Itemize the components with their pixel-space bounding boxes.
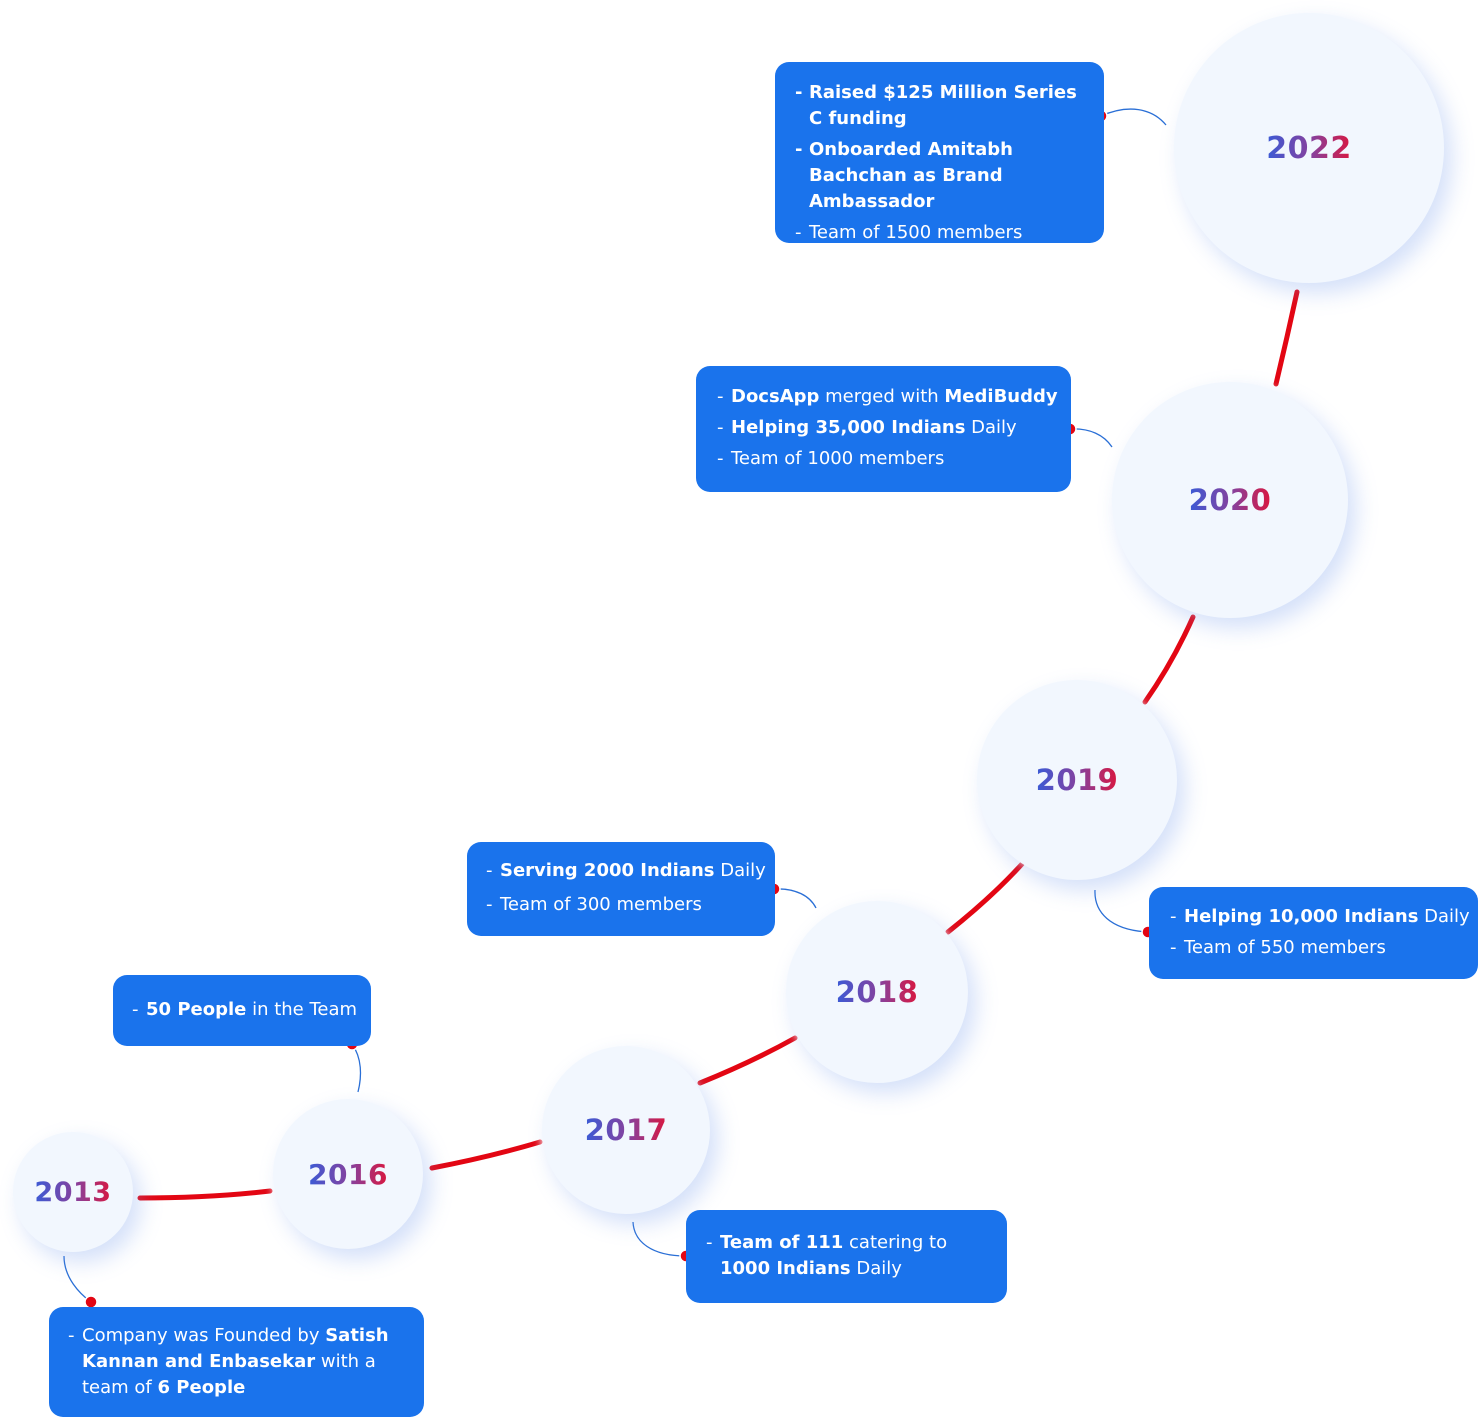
milestone-item: Company was Founded by Satish Kannan and… (68, 1323, 402, 1401)
milestone-card-2020: DocsApp merged with MediBuddy Helping 35… (696, 366, 1071, 492)
callout-line-2022 (1100, 108, 1167, 126)
year-label: 2020 (1188, 483, 1272, 517)
milestone-item-bold: 1000 Indians (720, 1258, 851, 1279)
milestone-item: Raised $125 Million Series C funding (795, 80, 1096, 132)
timeline-segment-2017-2018 (697, 1035, 798, 1086)
callout-line-2019 (1094, 889, 1149, 933)
milestone-item-bold: Serving 2000 Indians (500, 860, 715, 881)
callout-line-2020 (1069, 428, 1113, 448)
milestone-card-2017: Team of 111 catering to 1000 Indians Dai… (686, 1210, 1007, 1303)
milestone-item-bold: MediBuddy (944, 386, 1058, 407)
milestone-item: Serving 2000 Indians Daily (486, 857, 767, 884)
milestone-card-2019: Helping 10,000 Indians Daily Team of 550… (1149, 887, 1478, 979)
milestone-item: Onboarded Amitabh Bachchan as Brand Amba… (795, 137, 1096, 215)
milestone-item-text: Company was Founded by (82, 1325, 326, 1346)
milestone-item-text: Daily (714, 860, 766, 881)
callout-line-2016 (351, 1043, 362, 1093)
milestone-item-bold: Team of 111 (720, 1232, 844, 1253)
milestone-item-bold: Helping 35,000 Indians (731, 417, 966, 438)
milestone-item-text: catering to (843, 1232, 948, 1253)
milestone-item-text: Daily (1418, 906, 1470, 927)
year-label: 2018 (835, 975, 919, 1009)
timeline-segment-2019-2020 (1142, 614, 1196, 705)
year-label: 2019 (1035, 763, 1119, 797)
year-circle-2022: 2022 (1174, 13, 1444, 283)
milestone-item-bold: DocsApp (731, 386, 820, 407)
milestone-item-bold: 6 People (157, 1377, 246, 1398)
year-circle-2019: 2019 (977, 680, 1177, 880)
milestone-item-text: merged with (819, 386, 945, 407)
milestone-item-text: Team of 550 members (1184, 937, 1386, 958)
year-circle-2016: 2016 (273, 1099, 423, 1249)
milestone-item: Team of 550 members (1170, 935, 1472, 961)
milestone-card-2022: Raised $125 Million Series C funding Onb… (775, 62, 1104, 246)
callout-line-2017 (632, 1221, 687, 1257)
timeline-segment-2016-2017 (429, 1139, 543, 1171)
year-label: 2016 (308, 1157, 388, 1191)
timeline-segment-2013-2016 (137, 1188, 273, 1201)
year-circle-2018: 2018 (786, 901, 968, 1083)
milestone-item-text: Daily (965, 417, 1017, 438)
callout-line-2013 (63, 1255, 92, 1303)
year-circle-2013: 2013 (13, 1132, 133, 1252)
milestone-item-bold: Helping 10,000 Indians (1184, 906, 1419, 927)
timeline-segment-2018-2019 (945, 861, 1025, 935)
year-label: 2022 (1266, 130, 1352, 166)
callout-line-2018 (773, 888, 817, 909)
milestone-card-2013: Company was Founded by Satish Kannan and… (49, 1307, 424, 1417)
timeline-path (137, 289, 1300, 1201)
year-circle-2020: 2020 (1112, 382, 1348, 618)
milestone-item: Team of 1000 members (717, 446, 1063, 472)
milestone-item: Helping 10,000 Indians Daily (1170, 904, 1472, 930)
timeline-segment-2020-2022 (1273, 289, 1300, 387)
milestone-item-text: with a team of (82, 1351, 376, 1398)
milestone-item-bold: Satish Kannan and Enbasekar (82, 1325, 389, 1372)
year-label: 2013 (34, 1176, 112, 1208)
milestone-item-text: Team of 300 members (500, 894, 702, 915)
milestone-item-bold: 50 People (146, 999, 247, 1020)
milestone-item-text: in the Team (246, 999, 358, 1020)
milestone-item-text: Daily (850, 1258, 902, 1279)
milestone-card-2016: 50 People in the Team (113, 975, 371, 1046)
milestone-item: Team of 1500 members (795, 220, 1096, 246)
milestone-card-2018: Serving 2000 Indians Daily Team of 300 m… (467, 842, 775, 936)
milestone-item: Helping 35,000 Indians Daily (717, 415, 1063, 441)
milestone-item: DocsApp merged with MediBuddy (717, 384, 1063, 410)
milestone-item: 50 People in the Team (132, 997, 363, 1023)
milestone-item: Team of 111 catering to 1000 Indians Dai… (706, 1230, 997, 1282)
milestone-item-text: Team of 1000 members (731, 448, 945, 469)
year-circle-2017: 2017 (542, 1046, 710, 1214)
year-label: 2017 (584, 1113, 668, 1147)
milestone-item: Team of 300 members (486, 891, 767, 918)
